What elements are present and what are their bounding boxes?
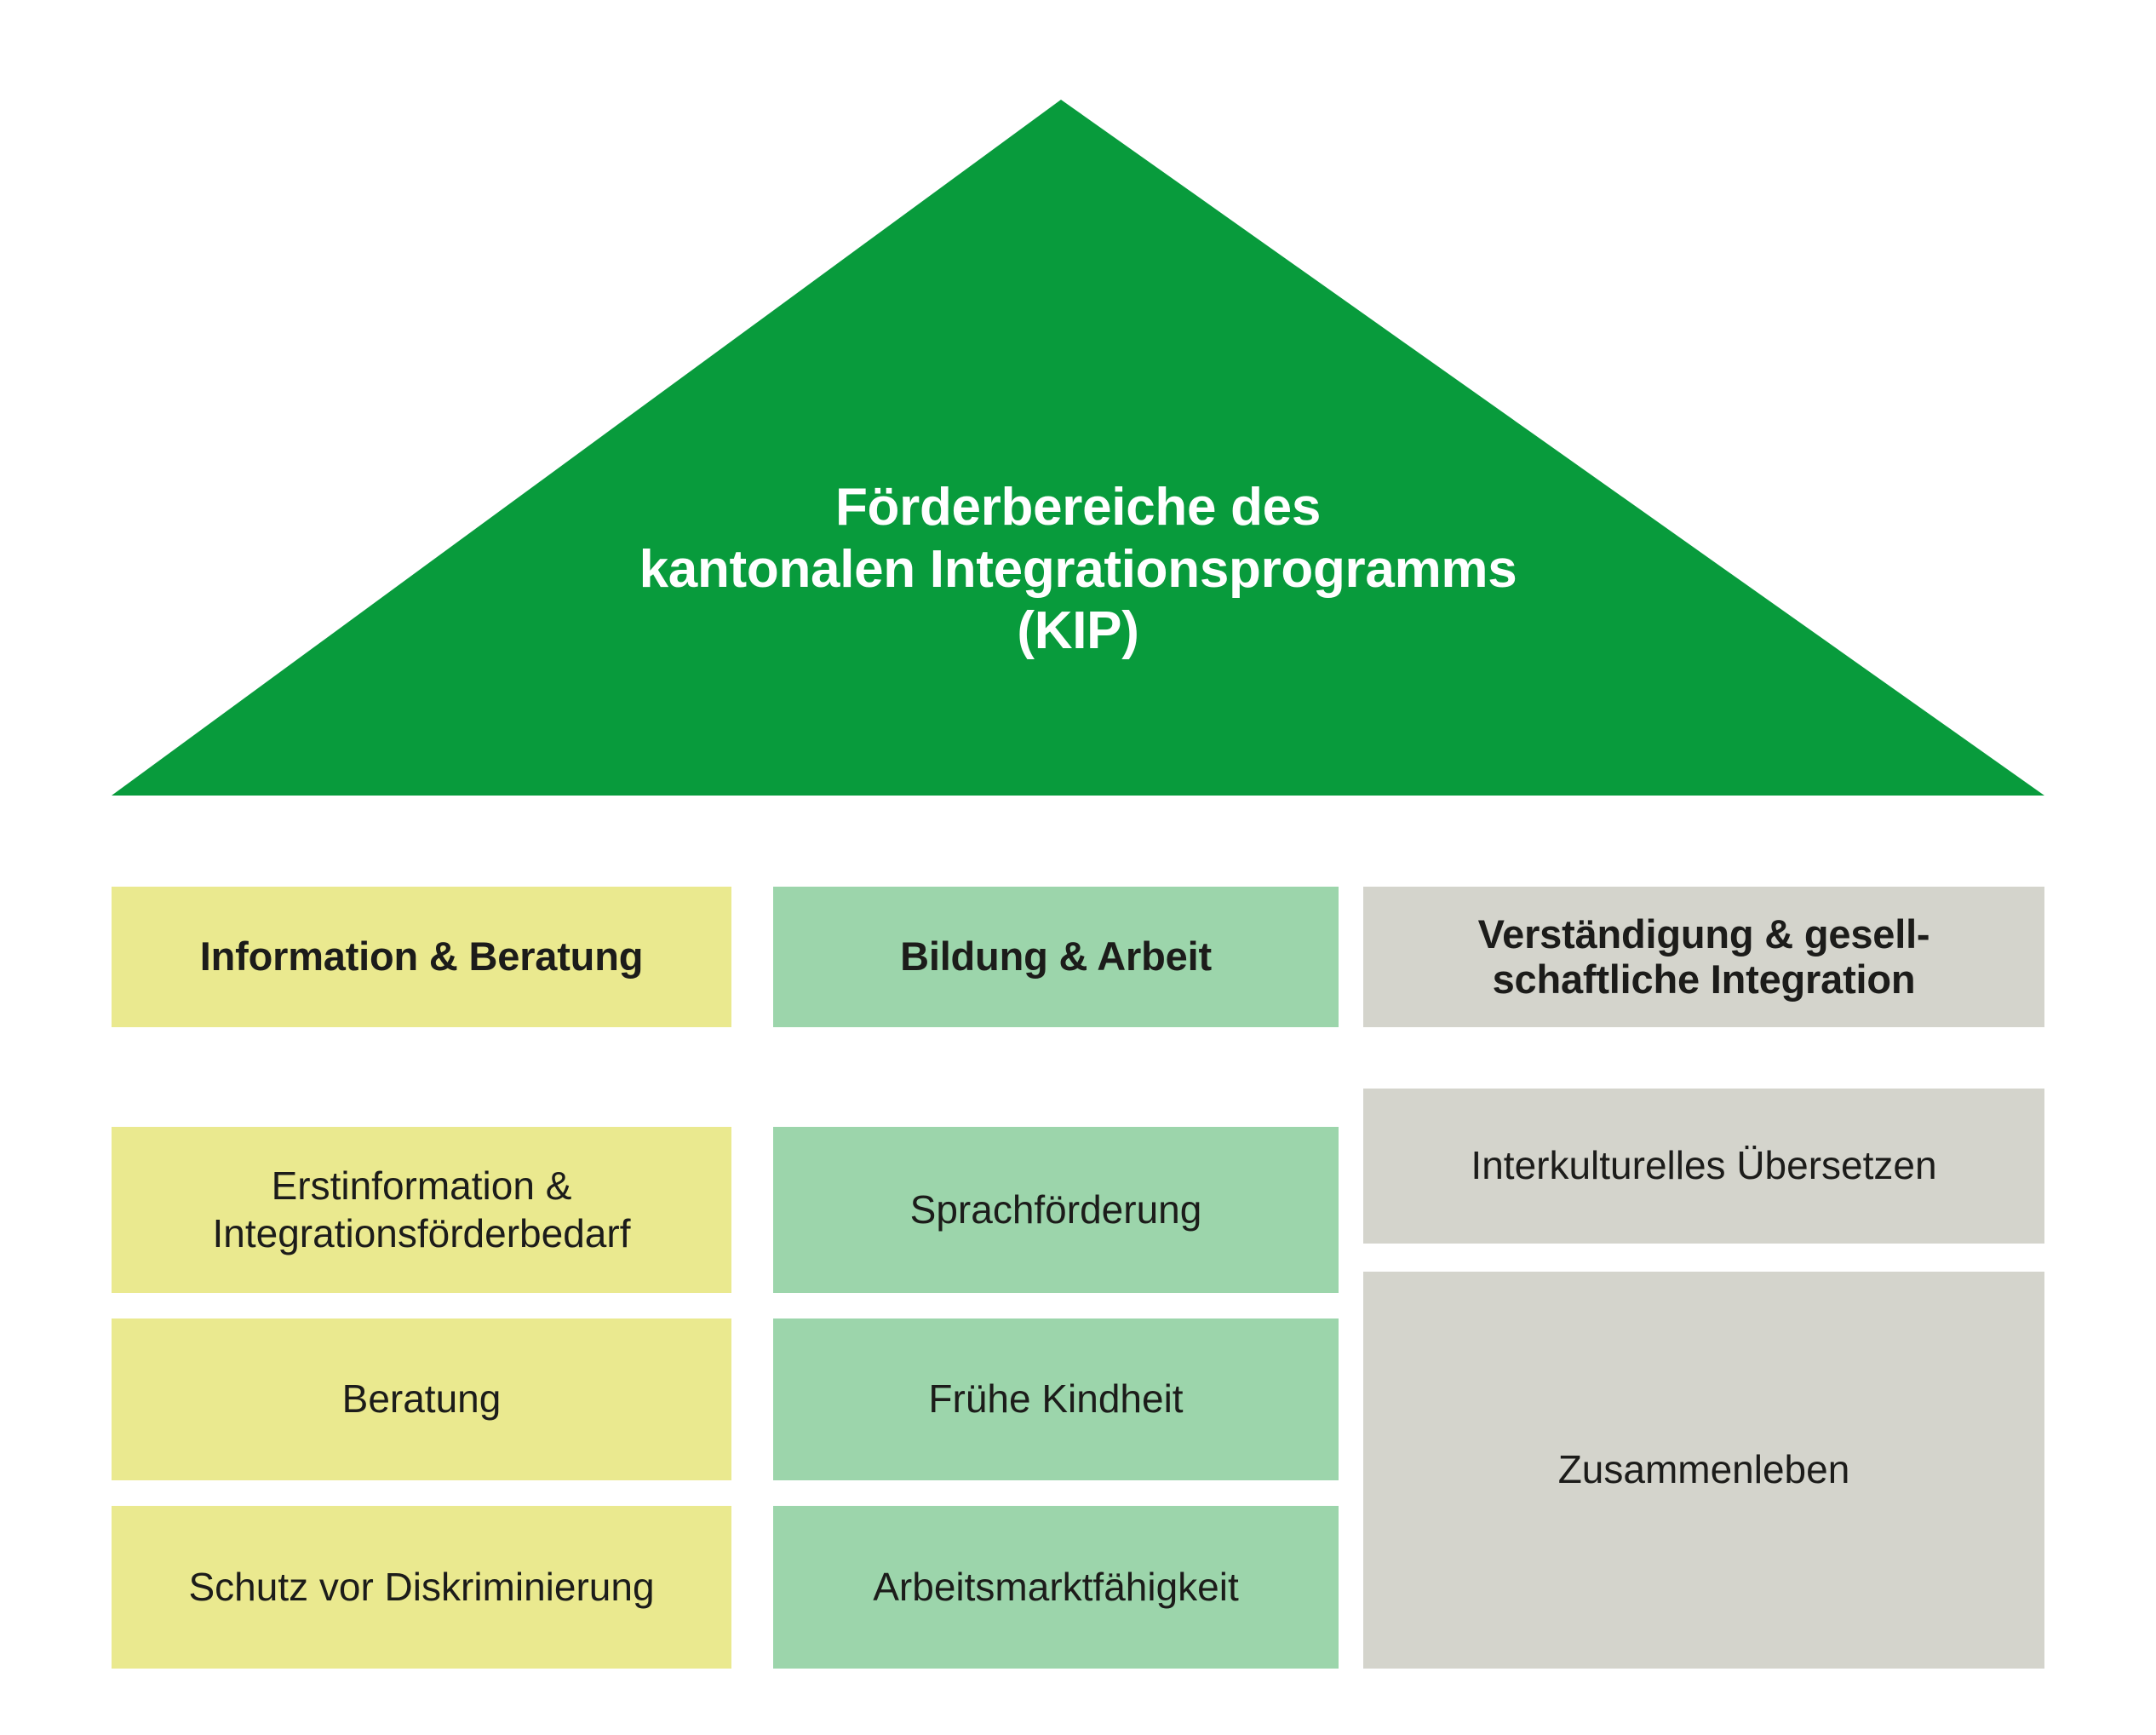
pillar-item[interactable]: Schutz vor Diskriminierung [112,1506,731,1669]
pillar-item[interactable]: Sprachförderung [773,1127,1339,1293]
pillar-item[interactable]: Beratung [112,1318,731,1480]
column-header-bildung-arbeit[interactable]: Bildung & Arbeit [773,887,1339,1027]
column-header-information-beratung[interactable]: Information & Beratung [112,887,731,1027]
roof-triangle-icon [112,100,2044,796]
roof-section: Förderbereiche des kantonalen Integratio… [0,0,2156,818]
pillar-item[interactable]: Interkulturelles Übersetzen [1363,1089,2044,1244]
roof-title: Förderbereiche des kantonalen Integratio… [639,478,1517,661]
pillar-item[interactable]: Erstinformation & Integrationsförderbeda… [112,1127,731,1293]
column-header-verstaendigung-gesellschaftliche-integration[interactable]: Verständigung & gesell- schaftliche Inte… [1363,887,2044,1027]
pillar-item[interactable]: Zusammenleben [1363,1272,2044,1669]
pillar-item[interactable]: Frühe Kindheit [773,1318,1339,1480]
pillar-item[interactable]: Arbeitsmarktfähigkeit [773,1506,1339,1669]
